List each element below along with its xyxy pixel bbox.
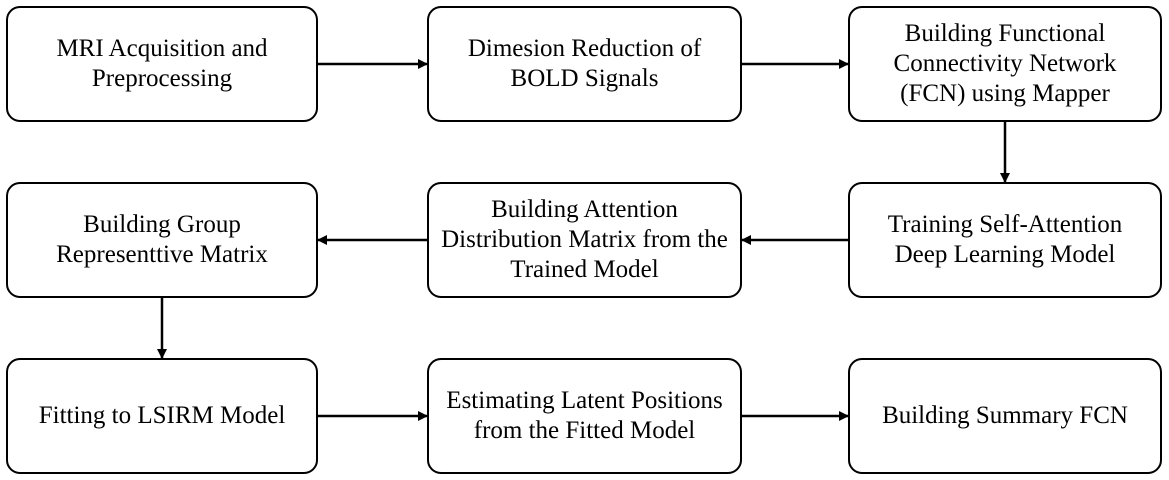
step-group-representative-matrix: Building Group Representtive Matrix — [6, 182, 318, 298]
step-label: Building Attention Distribution Matrix f… — [441, 196, 728, 283]
step-build-fcn-mapper: Building Functional Connectivity Network… — [848, 6, 1162, 122]
step-label: Building Summary FCN — [882, 402, 1128, 429]
step-mri-acquisition: MRI Acquisition and Preprocessing — [6, 6, 318, 122]
step-attention-distribution-matrix: Building Attention Distribution Matrix f… — [427, 182, 742, 298]
step-label: Dimesion Reduction of BOLD Signals — [467, 35, 702, 92]
step-label: Training Self-Attention Deep Learning Mo… — [887, 211, 1123, 268]
step-label: Building Group Representtive Matrix — [56, 211, 268, 268]
step-label: MRI Acquisition and Preprocessing — [56, 35, 268, 92]
step-label: Building Functional Connectivity Network… — [893, 20, 1117, 107]
step-dimension-reduction: Dimesion Reduction of BOLD Signals — [427, 6, 742, 122]
step-label: Estimating Latent Positions from the Fit… — [446, 387, 723, 444]
step-summary-fcn: Building Summary FCN — [848, 358, 1162, 474]
step-estimate-latent-positions: Estimating Latent Positions from the Fit… — [427, 358, 742, 474]
edge-group — [157, 59, 1010, 421]
step-train-self-attention: Training Self-Attention Deep Learning Mo… — [848, 182, 1162, 298]
step-label: Fitting to LSIRM Model — [38, 402, 286, 429]
step-fit-lsirm: Fitting to LSIRM Model — [6, 358, 318, 474]
